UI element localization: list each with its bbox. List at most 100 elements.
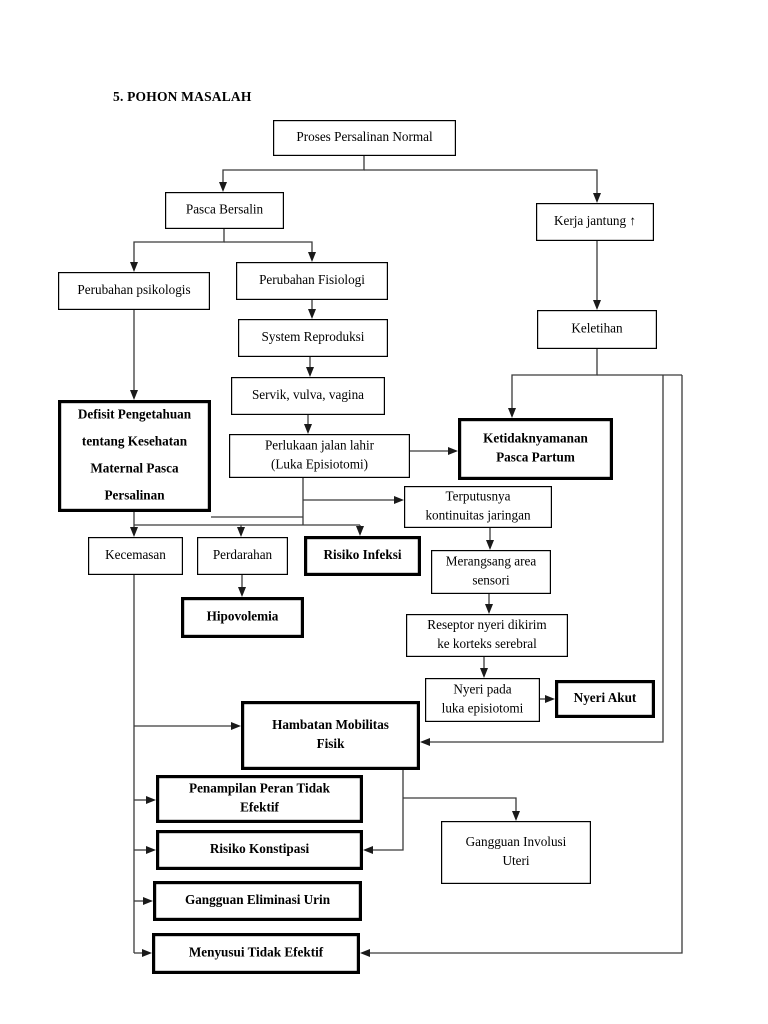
node-label-perlukaan: (Luka Episiotomi) <box>271 457 368 472</box>
node-label-hambatan: Hambatan Mobilitas <box>272 717 389 732</box>
node-box-reseptor <box>406 613 569 657</box>
arrowhead-hambatan-right <box>420 738 430 746</box>
node-box-ketidaknyamanan <box>458 418 614 481</box>
node-label-psikologis: Perubahan psikologis <box>77 282 190 297</box>
node-box-eliminasi <box>153 880 363 921</box>
node-box-pasca <box>165 192 285 230</box>
node-perdarahan: Perdarahan <box>197 536 289 575</box>
node-label-penampilan: Efektif <box>240 800 279 815</box>
arrowhead-eliminasi <box>143 897 153 905</box>
node-label-keletihan: Keletihan <box>571 321 623 336</box>
node-infeksi: Risiko Infeksi <box>304 535 422 576</box>
node-box-perlukaan <box>229 434 411 479</box>
node-kecemasan: Kecemasan <box>87 536 184 575</box>
edge-keletihan-bus <box>511 349 598 412</box>
node-box-menyusui <box>152 932 361 974</box>
node-box-nyeri <box>425 677 541 722</box>
arrowhead-defisit-pengetahuan <box>130 390 138 400</box>
node-label-eliminasi: Gangguan Eliminasi Urin <box>185 892 331 907</box>
node-label-perdarahan: Perdarahan <box>213 547 273 562</box>
node-label-reseptor: ke korteks serebral <box>437 636 537 651</box>
node-label-reproduksi: System Reproduksi <box>262 329 365 344</box>
node-box-merangsang <box>431 549 552 594</box>
arrowhead-nyeri-akut <box>545 695 555 703</box>
edge-rail-hambatan <box>426 375 664 743</box>
node-label-involusi: Gangguan Involusi <box>466 834 567 849</box>
node-label-defisit: Maternal Pasca <box>90 461 179 476</box>
node-konstipasi: Risiko Konstipasi <box>156 829 364 870</box>
node-label-defisit: tentang Kesehatan <box>82 434 188 449</box>
arrowhead-servik <box>306 367 314 377</box>
edge-bus-kerja <box>364 169 598 196</box>
arrowhead-risiko-infeksi <box>356 526 364 536</box>
edge-hambatan-involusi <box>403 797 517 815</box>
connector-layer <box>130 156 683 957</box>
node-label-merangsang: Merangsang area <box>446 554 537 569</box>
node-box-involusi <box>441 820 592 884</box>
arrowhead-nyeri-pada-luka <box>480 668 488 678</box>
arrowhead-menyusui-right <box>360 949 370 957</box>
node-label-ketidaknyamanan: Ketidaknyamanan <box>483 431 588 446</box>
edge-rail-menyusui <box>366 375 683 954</box>
node-label-pasca: Pasca Bersalin <box>186 202 264 217</box>
arrowhead-penampilan <box>146 796 156 804</box>
arrowhead-keletihan <box>593 300 601 310</box>
arrowhead-reseptor <box>485 604 493 614</box>
node-label-defisit: Defisit Pengetahuan <box>78 407 192 422</box>
node-label-konstipasi: Risiko Konstipasi <box>210 841 310 856</box>
node-box-servik <box>231 377 386 416</box>
node-reproduksi: System Reproduksi <box>238 319 389 358</box>
node-eliminasi: Gangguan Eliminasi Urin <box>153 880 363 921</box>
node-psikologis: Perubahan psikologis <box>57 272 211 311</box>
node-nyeriakut: Nyeri Akut <box>554 679 655 718</box>
node-box-nyeriakut <box>554 679 655 718</box>
node-keletihan: Keletihan <box>536 310 657 350</box>
node-box-konstipasi <box>156 829 364 870</box>
arrowhead-perubahan-psikologis <box>130 262 138 272</box>
page-title: 5. POHON MASALAH <box>113 89 252 104</box>
arrowhead-merangsang <box>486 540 494 550</box>
node-label-fisiologi: Perubahan Fisiologi <box>259 272 365 287</box>
node-box-terputusnya <box>404 486 553 529</box>
arrowhead-konstipasi-left <box>146 846 156 854</box>
node-box-psikologis <box>57 272 211 311</box>
node-box-kecemasan <box>87 536 184 575</box>
node-label-kerja: Kerja jantung ↑ <box>554 213 636 228</box>
arrowhead-konstipasi-right <box>363 846 373 854</box>
node-label-nyeriakut: Nyeri Akut <box>574 690 637 705</box>
node-label-proses: Proses Persalinan Normal <box>296 129 433 144</box>
node-defisit: Defisit Pengetahuan tentang KesehatanMate… <box>57 400 212 513</box>
node-label-terputusnya: Terputusnya <box>446 489 511 504</box>
node-fisiologi: Perubahan Fisiologi <box>236 262 389 301</box>
node-label-penampilan: Penampilan Peran Tidak <box>189 781 331 796</box>
node-proses: Proses Persalinan Normal <box>273 119 457 156</box>
node-pasca: Pasca Bersalin <box>165 192 285 230</box>
node-box-perdarahan <box>197 536 289 575</box>
arrowhead-kerja-jantung <box>593 193 601 203</box>
edge-hambatan-down <box>369 770 404 851</box>
arrowhead-ketidaknyamanan-left <box>448 447 458 455</box>
node-box-hambatan <box>241 700 421 770</box>
arrowhead-perubahan-fisiologi <box>308 252 316 262</box>
node-box-defisit <box>57 400 212 513</box>
node-kerja: Kerja jantung ↑ <box>535 203 654 242</box>
arrowhead-involusi <box>512 811 520 821</box>
node-box-hipovolemia <box>181 596 305 638</box>
node-servik: Servik, vulva, vagina <box>231 377 386 416</box>
node-box-reproduksi <box>238 319 389 358</box>
node-label-kecemasan: Kecemasan <box>105 547 166 562</box>
node-label-defisit: Persalinan <box>104 488 165 503</box>
node-label-perlukaan: Perlukaan jalan lahir <box>265 438 375 453</box>
arrowhead-ketidaknyamanan-top <box>508 408 516 418</box>
arrowhead-hambatan-left <box>231 722 241 730</box>
node-label-nyeri: Nyeri pada <box>453 682 511 697</box>
node-label-hambatan: Fisik <box>317 736 346 751</box>
node-label-nyeri: luka episiotomi <box>442 701 524 716</box>
